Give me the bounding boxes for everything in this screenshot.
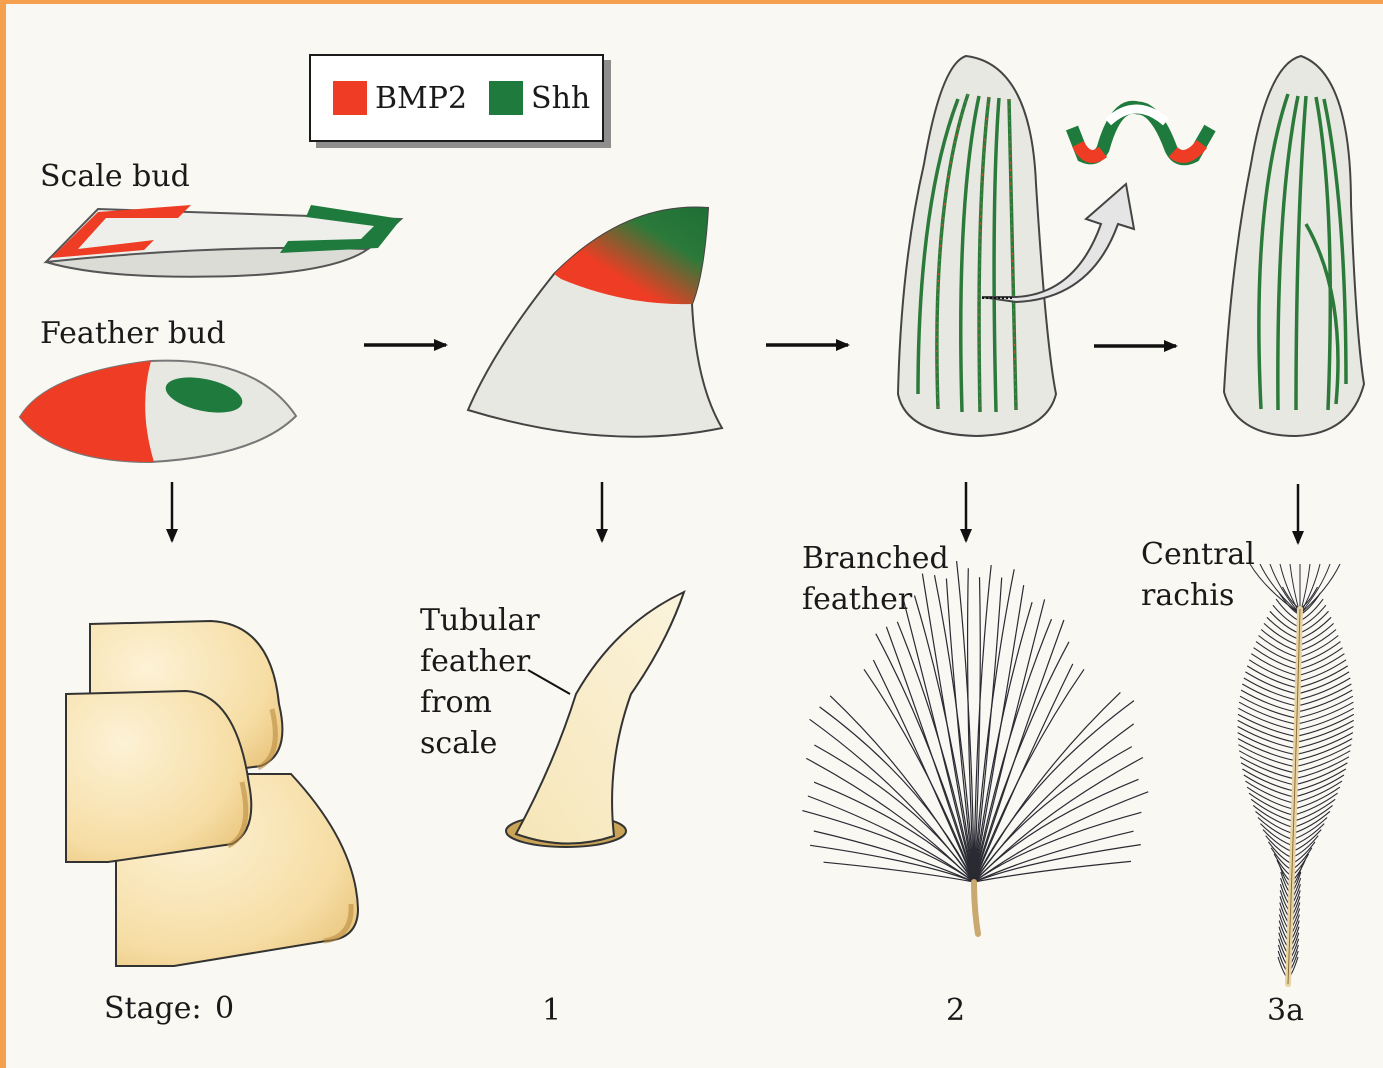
stage-3a-label: 3a xyxy=(1267,990,1304,1031)
rachis-barb xyxy=(1240,757,1294,779)
tubular-label-line1: Tubular xyxy=(420,600,540,641)
stage-prefix-label: Stage: xyxy=(104,988,202,1029)
stage1-bud-illustration xyxy=(468,208,722,437)
feather-barb xyxy=(974,831,1134,882)
branched-label-line2: feather xyxy=(802,579,912,620)
rachis-barb xyxy=(1295,745,1351,767)
tubular-label-line4: scale xyxy=(420,723,497,764)
rachis-barb xyxy=(1259,636,1299,658)
tubular-label-line2: feather xyxy=(420,641,530,682)
central-label-line1: Central xyxy=(1141,534,1255,575)
stage-0-label: 0 xyxy=(215,988,234,1029)
overlapping-scales-illustration xyxy=(66,621,358,966)
rachis-barb xyxy=(1299,611,1328,633)
stage2-bud-illustration xyxy=(898,56,1056,436)
branched-label-line1: Branched xyxy=(802,538,949,579)
horizontal-arrows xyxy=(364,345,1176,346)
rachis-barb xyxy=(1270,611,1299,633)
central-label-line2: rachis xyxy=(1141,575,1234,616)
rachis-barb xyxy=(1264,623,1299,645)
rachis-barb xyxy=(1261,630,1298,652)
rachis-barb xyxy=(1295,739,1352,761)
feather-barb xyxy=(974,747,1132,882)
stage3a-bud-illustration xyxy=(1224,56,1364,436)
legend: BMP2 Shh xyxy=(309,54,604,142)
scale-bud-label: Scale bud xyxy=(40,156,190,197)
cross-section-illustration xyxy=(1072,107,1210,158)
rachis-barb xyxy=(1299,617,1331,639)
rachis-barb xyxy=(1299,623,1334,645)
legend-label-bmp2: BMP2 xyxy=(375,81,467,116)
figure-panel: BMP2 Shh Scale bud Feather bud Tubular f… xyxy=(6,4,1383,1068)
feather-barb xyxy=(814,831,974,882)
downward-arrows xyxy=(172,482,1298,543)
stage-2-label: 2 xyxy=(946,990,965,1031)
feather-bud-label: Feather bud xyxy=(40,313,226,354)
rachis-barb xyxy=(1295,733,1353,755)
legend-item-shh: Shh xyxy=(489,81,612,116)
legend-label-shh: Shh xyxy=(531,81,590,116)
legend-item-bmp2: BMP2 xyxy=(333,81,489,116)
stage-1-label: 1 xyxy=(542,990,561,1031)
rachis-barb xyxy=(1267,617,1299,639)
scale-bud-illustration xyxy=(46,205,401,277)
feather-bud-illustration xyxy=(20,361,296,462)
shh-swatch xyxy=(489,81,523,115)
rachis-feather-illustration xyxy=(1238,564,1354,984)
bmp2-swatch xyxy=(333,81,367,115)
tubular-label-line3: from xyxy=(420,682,492,723)
rachis-barb xyxy=(1239,751,1295,773)
rachis-barb xyxy=(1241,763,1294,785)
